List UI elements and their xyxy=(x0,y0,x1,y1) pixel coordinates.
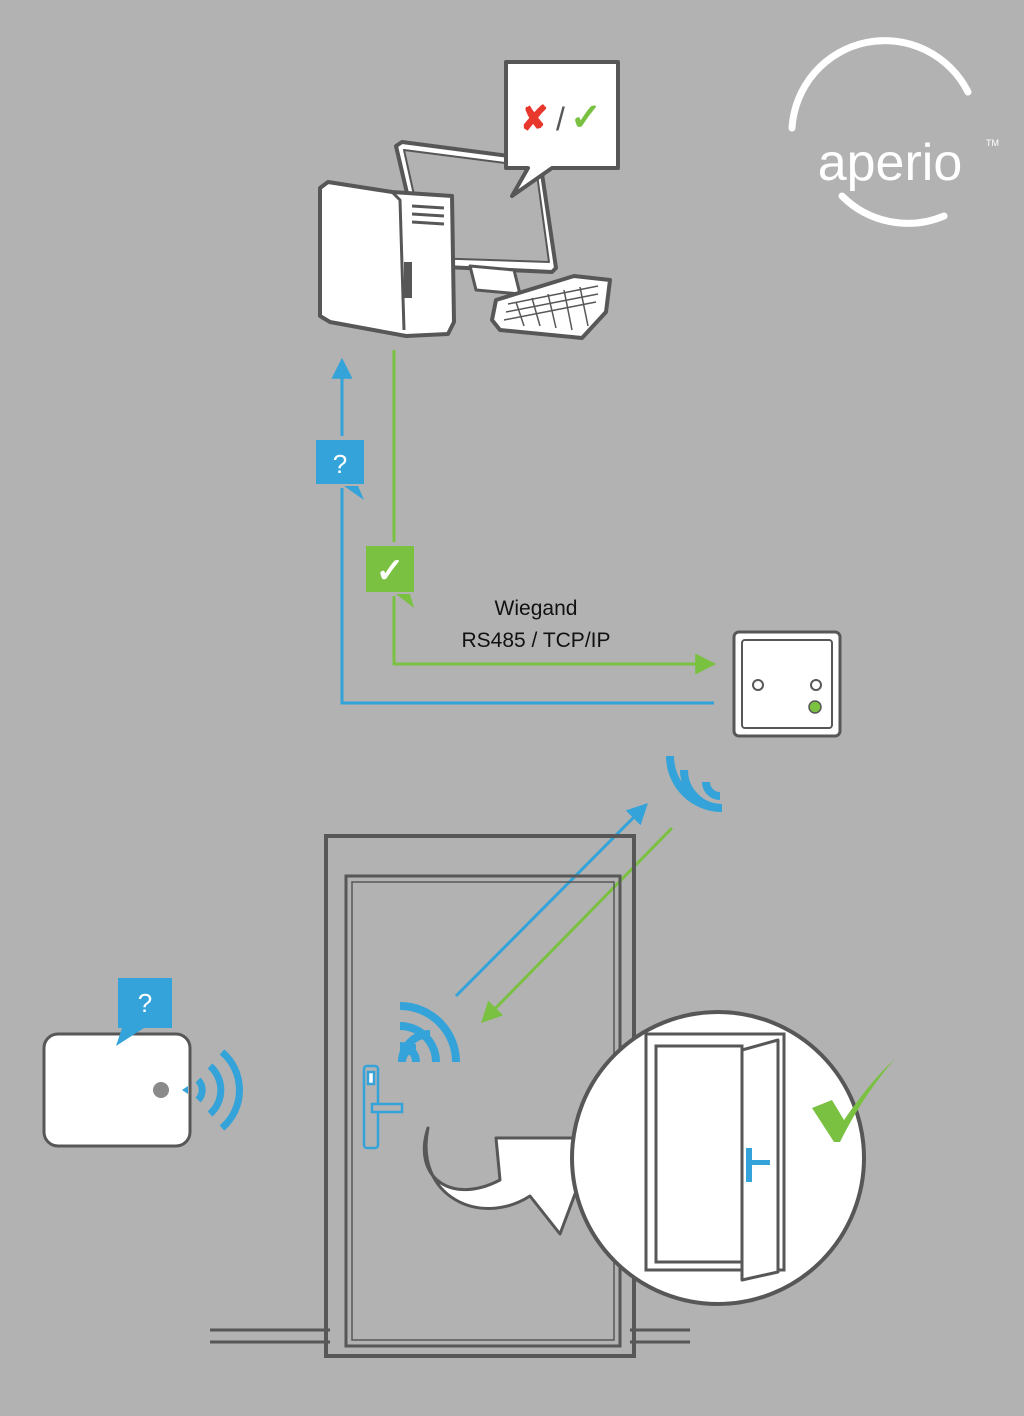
card-body xyxy=(42,1032,192,1148)
card-bubble-shape xyxy=(118,978,172,1028)
response-bubble-shape xyxy=(362,542,418,596)
protocol-label-line1: Wiegand xyxy=(495,597,578,620)
inset-doorway xyxy=(654,1044,744,1264)
door-lock-icon xyxy=(362,1064,404,1150)
logo-trademark: TM xyxy=(986,138,999,148)
response-check-bubble: ✓ xyxy=(362,542,418,608)
card-bubble-tail xyxy=(116,1028,144,1046)
hub-to-lock-arrow xyxy=(481,826,674,1024)
logo-arc-top xyxy=(788,37,972,132)
access-granted-check-icon xyxy=(812,1060,894,1142)
open-door-arrow xyxy=(422,1126,598,1236)
card-chip-dot xyxy=(153,1082,169,1098)
request-question-bubble: ? xyxy=(312,436,368,500)
hub-screw-right xyxy=(810,679,822,691)
logo-arc-bottom xyxy=(838,192,948,227)
response-arrow xyxy=(392,350,717,675)
deny-icon: ✘ xyxy=(520,100,549,138)
logo-wordmark: aperio xyxy=(818,134,963,192)
lock-wireless-arcs xyxy=(399,1002,460,1063)
decision-bubble: ✘ / ✓ xyxy=(504,60,620,198)
request-bubble-tail xyxy=(344,486,364,500)
card-question-bubble: ? xyxy=(116,978,172,1046)
decision-bubble-shape xyxy=(504,60,620,198)
request-bubble-shape xyxy=(312,436,368,488)
open-door-inset xyxy=(570,1010,866,1306)
request-question-mark: ? xyxy=(333,449,347,479)
aperio-logo: aperio TM xyxy=(788,37,999,227)
credential-card xyxy=(42,1032,192,1148)
card-signal-tip xyxy=(182,1086,188,1094)
inset-door-frame xyxy=(644,1032,786,1272)
monitor-stand xyxy=(468,264,522,296)
response-path xyxy=(392,350,717,675)
keyboard-keys xyxy=(503,285,599,331)
floor-lines xyxy=(210,1328,690,1344)
card-question-mark: ? xyxy=(138,988,152,1018)
card-wireless-icon xyxy=(195,1049,243,1131)
hub-status-led xyxy=(808,700,822,714)
tower-icon xyxy=(318,180,456,338)
server-computer-icon xyxy=(318,140,612,340)
hub-screw-left xyxy=(752,679,764,691)
separator-slash: / xyxy=(556,101,565,137)
tower-edge xyxy=(390,190,406,331)
response-check-mark: ✓ xyxy=(376,552,405,590)
protocol-label-line2: RS485 / TCP/IP xyxy=(461,629,610,652)
grant-icon: ✓ xyxy=(570,97,602,139)
inset-lock xyxy=(746,1148,752,1182)
inset-handle xyxy=(750,1160,770,1165)
hub-wireless-icon xyxy=(666,755,723,812)
communication-hub xyxy=(732,630,842,738)
response-bubble-tail xyxy=(396,594,414,608)
tower-slot xyxy=(404,262,412,298)
